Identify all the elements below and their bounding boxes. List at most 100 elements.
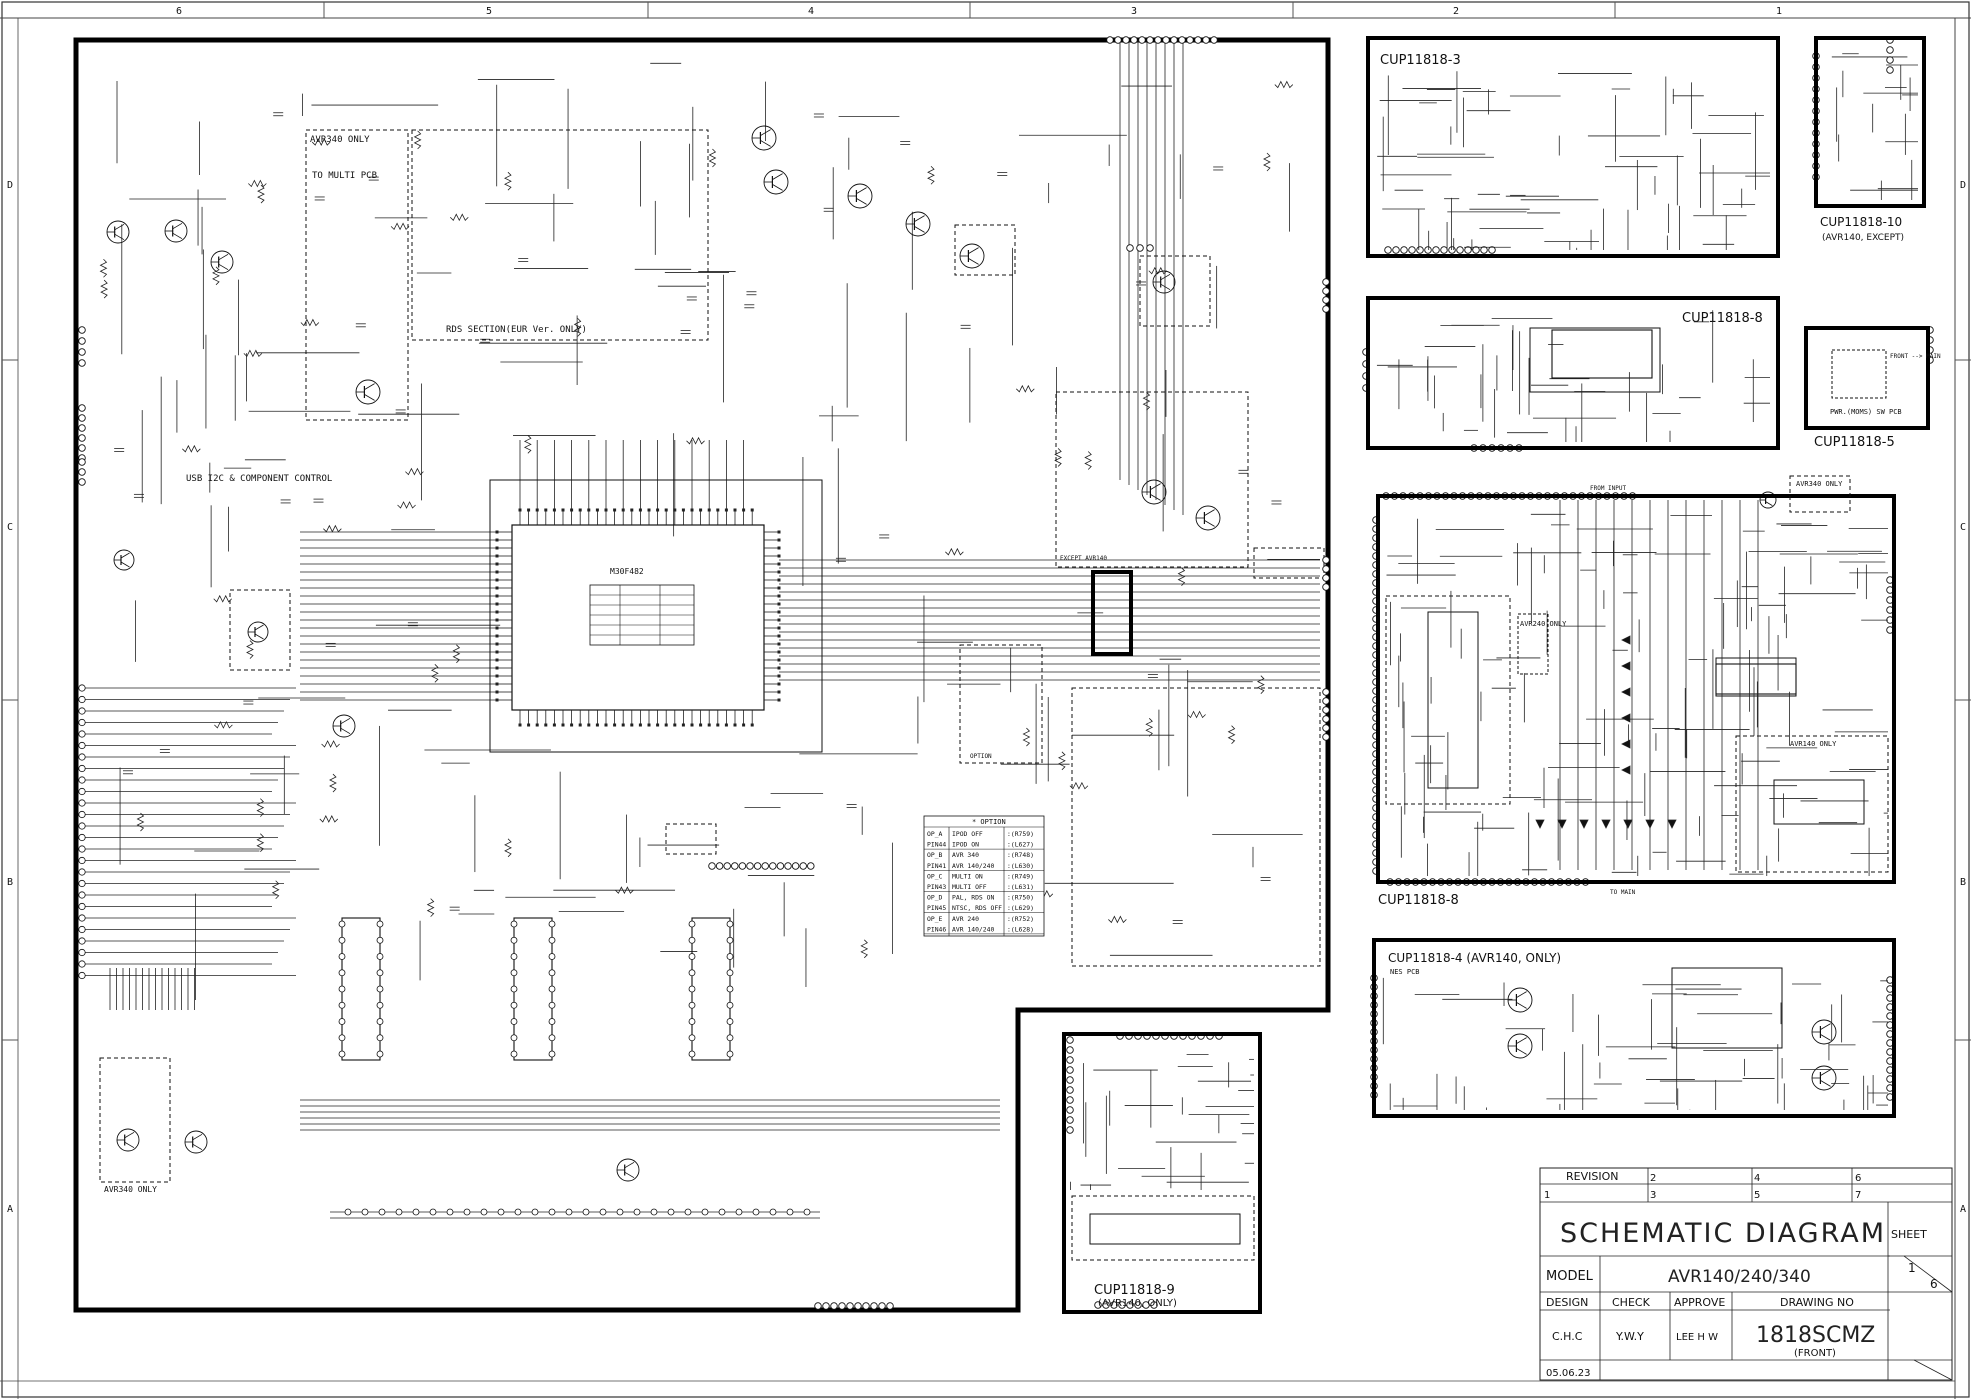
avr340-only-right-label: AVR340 ONLY: [1796, 480, 1843, 488]
model-label: MODEL: [1546, 1269, 1594, 1284]
revision-5: 5: [1754, 1190, 1760, 1201]
main-board-outline: [73, 37, 1331, 1313]
cup11818-10-note: (AVR140, EXCEPT): [1822, 233, 1904, 243]
row-marker-d: D: [7, 180, 13, 191]
option-cell: OP_C: [927, 872, 943, 880]
row-marker-a-right: A: [1960, 1204, 1966, 1215]
row-marker-c-right: C: [1960, 522, 1966, 533]
option-cell: :(L630): [1007, 862, 1034, 870]
cup11818-3-board: CUP11818-3: [1366, 36, 1780, 258]
design-value: C.H.C: [1552, 1330, 1583, 1343]
main-board-wiring: [78, 40, 1320, 1219]
mcu-part-label: M30F482: [610, 567, 644, 576]
cup11818-8-bottom-board: CUP11818-8 AVR340 ONLY AVR240 ONLY AVR14…: [1376, 475, 1896, 908]
row-marker-c: C: [7, 522, 13, 533]
revision-6: 6: [1855, 1173, 1861, 1184]
avr340-only-bottom-label: AVR340 ONLY: [104, 1185, 157, 1194]
title-block: REVISION 2 4 6 1 3 5 7 SCHEMATIC DIAGRAM…: [1539, 1167, 1953, 1381]
option-cell: :(L631): [1007, 883, 1034, 891]
approve-value: LEE H W: [1676, 1332, 1718, 1343]
option-cell: AVR 140/240: [952, 925, 994, 933]
dashed-sections: [99, 129, 1325, 1183]
row-marker-b: B: [7, 877, 13, 888]
cup11818-5-board: PWR.(MOMS) SW PCB CUP11818-5 FRONT --> M…: [1804, 326, 1941, 450]
option-table: * OPTION OP_A IPOD OFF :(R759) PIN44 IPOD ON…: [923, 815, 1045, 937]
option-cell: :(R750): [1007, 894, 1034, 902]
revision-3: 3: [1650, 1190, 1656, 1201]
approve-label: APPROVE: [1674, 1296, 1725, 1309]
except-avr140-label: EXCEPT AVR140: [1060, 555, 1107, 562]
row-marker-a: A: [7, 1204, 13, 1215]
option-cell: OP_A: [927, 830, 943, 838]
column-marker-2: 2: [1453, 6, 1459, 17]
option-cell: IPOD ON: [952, 841, 979, 849]
option-label: OPTION: [970, 753, 992, 760]
option-cell: :(L628): [1007, 925, 1034, 933]
cup11818-8-top-board: CUP11818-8: [1366, 296, 1780, 450]
option-cell: PIN46: [927, 925, 946, 933]
option-cell: AVR 340: [952, 851, 979, 859]
front-to-main-label: FRONT --> MAIN: [1890, 353, 1941, 360]
option-cell: MULTI OFF: [952, 883, 987, 891]
revision-2: 2: [1650, 1173, 1656, 1184]
drawing-title: SCHEMATIC DIAGRAM: [1560, 1218, 1886, 1249]
option-cell: OP_B: [927, 851, 943, 859]
option-cell: AVR 140/240: [952, 862, 994, 870]
highlighted-block: [1091, 570, 1133, 656]
to-multi-pcb-label: TO MULTI PCB: [312, 171, 377, 181]
option-cell: PIN41: [927, 862, 946, 870]
model-value: AVR140/240/340: [1668, 1267, 1811, 1287]
sub-board-wiring: [1070, 53, 1918, 1190]
option-cell: PIN45: [927, 904, 946, 912]
avr240-only-label: AVR240 ONLY: [1520, 620, 1567, 628]
drawing-number: 1818SCMZ: [1756, 1323, 1875, 1348]
column-marker-3: 3: [1131, 6, 1137, 17]
transistors: [106, 125, 1837, 1182]
option-cell: PIN44: [927, 841, 946, 849]
cup11818-3-label: CUP11818-3: [1380, 53, 1461, 68]
cup11818-9-note: (AVR140, ONLY): [1098, 1298, 1177, 1309]
row-marker-b-right: B: [1960, 877, 1966, 888]
revision-4: 4: [1754, 1173, 1760, 1184]
drawing-sub: (FRONT): [1794, 1348, 1836, 1359]
usb-control-label: USB I2C & COMPONENT CONTROL: [186, 474, 332, 484]
revision-7: 7: [1855, 1190, 1861, 1201]
column-marker-4: 4: [808, 6, 814, 17]
option-cell: MULTI ON: [952, 872, 983, 880]
sheet-total: 6: [1930, 1277, 1938, 1291]
avr140-only-label: AVR140 ONLY: [1790, 740, 1837, 748]
option-cell: PAL, RDS ON: [952, 894, 994, 902]
cup11818-4-note: NES PCB: [1390, 968, 1420, 976]
option-cell: :(L627): [1007, 841, 1034, 849]
sheet-label: SHEET: [1891, 1228, 1927, 1241]
option-cell: NTSC, RDS OFF: [952, 904, 1002, 912]
design-label: DESIGN: [1546, 1296, 1588, 1309]
column-marker-1: 1: [1776, 6, 1782, 17]
option-cell: AVR 240: [952, 915, 979, 923]
revision-label: REVISION: [1566, 1170, 1618, 1183]
option-cell: :(R759): [1007, 830, 1034, 838]
cup11818-9-board: CUP11818-9 (AVR140, ONLY): [1062, 1032, 1262, 1314]
cup11818-10-board: CUP11818-10 (AVR140, EXCEPT): [1814, 36, 1926, 243]
from-input-label: FROM INPUT: [1590, 485, 1627, 492]
avr340-only-label: AVR340 ONLY: [310, 135, 370, 145]
option-cell: IPOD OFF: [952, 830, 983, 838]
option-cell: :(R752): [1007, 915, 1034, 923]
cup11818-10-label: CUP11818-10: [1820, 215, 1902, 229]
cup11818-5-note: PWR.(MOMS) SW PCB: [1830, 408, 1902, 416]
row-marker-d-right: D: [1960, 180, 1966, 191]
cup11818-8-top-label: CUP11818-8: [1682, 311, 1763, 326]
check-value: Y.W.Y: [1615, 1330, 1644, 1343]
cup11818-5-label: CUP11818-5: [1814, 435, 1895, 450]
option-cell: :(L629): [1007, 904, 1034, 912]
cup11818-8-bottom-label: CUP11818-8: [1378, 893, 1459, 908]
check-label: CHECK: [1612, 1296, 1651, 1309]
drawing-date: 05.06.23: [1546, 1368, 1591, 1379]
column-marker-5: 5: [486, 6, 492, 17]
drawing-no-label: DRAWING NO: [1780, 1296, 1854, 1309]
option-cell: :(R749): [1007, 872, 1034, 880]
to-main-label: TO MAIN: [1610, 889, 1636, 896]
option-table-header: * OPTION: [972, 818, 1006, 826]
